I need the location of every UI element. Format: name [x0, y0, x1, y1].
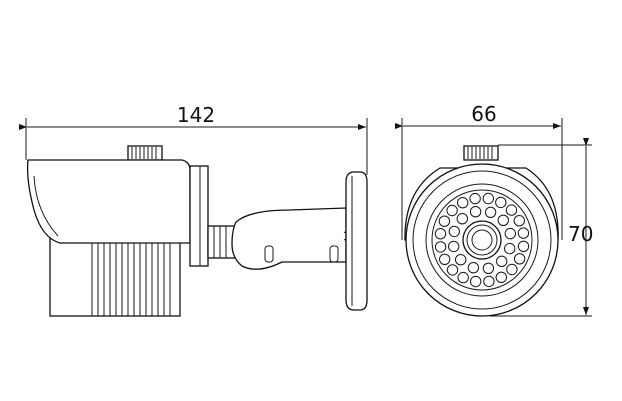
ir-led — [434, 241, 447, 253]
ir-led — [438, 215, 451, 227]
front-view: 66 70 — [395, 102, 593, 317]
ir-led — [495, 196, 507, 209]
dimension-length-label: 142 — [177, 103, 215, 127]
ir-led — [504, 242, 516, 255]
ir-led — [504, 227, 516, 240]
side-housing — [26, 159, 209, 317]
front-lens — [462, 220, 502, 260]
ir-led — [456, 213, 468, 225]
side-bracket — [207, 207, 354, 270]
ir-led — [517, 240, 530, 253]
ir-led — [483, 275, 495, 288]
dimension-length: 142 — [19, 103, 368, 175]
ir-led — [495, 271, 507, 283]
ir-led — [482, 262, 495, 274]
ir-led — [517, 227, 530, 239]
ir-led — [457, 271, 469, 284]
dimension-width-label: 66 — [471, 102, 496, 126]
ir-led — [457, 197, 469, 209]
side-mount-plate — [345, 171, 368, 311]
side-view: 142 — [19, 103, 368, 317]
ir-led — [446, 204, 458, 217]
ir-led — [439, 253, 451, 265]
ir-led — [482, 192, 494, 205]
ir-led — [513, 253, 526, 265]
dimension-width: 66 — [395, 102, 563, 240]
ir-led — [467, 262, 480, 274]
front-knob — [463, 145, 499, 161]
ir-led — [434, 228, 447, 240]
side-knob — [127, 145, 163, 161]
ir-led — [506, 263, 518, 276]
ir-led — [448, 225, 460, 238]
ir-led — [505, 204, 518, 216]
ir-led — [455, 254, 467, 266]
ir-led-ring — [434, 192, 530, 288]
ir-led — [496, 255, 508, 267]
ir-led — [497, 214, 509, 227]
ir-led — [469, 206, 482, 218]
ir-led — [446, 264, 459, 276]
dimension-height: 70 — [490, 138, 593, 317]
ir-led — [469, 192, 481, 205]
ir-led — [448, 240, 460, 253]
ir-led — [513, 215, 525, 227]
ir-led — [484, 206, 497, 219]
dimension-height-label: 70 — [568, 222, 593, 246]
ir-led — [470, 275, 482, 288]
